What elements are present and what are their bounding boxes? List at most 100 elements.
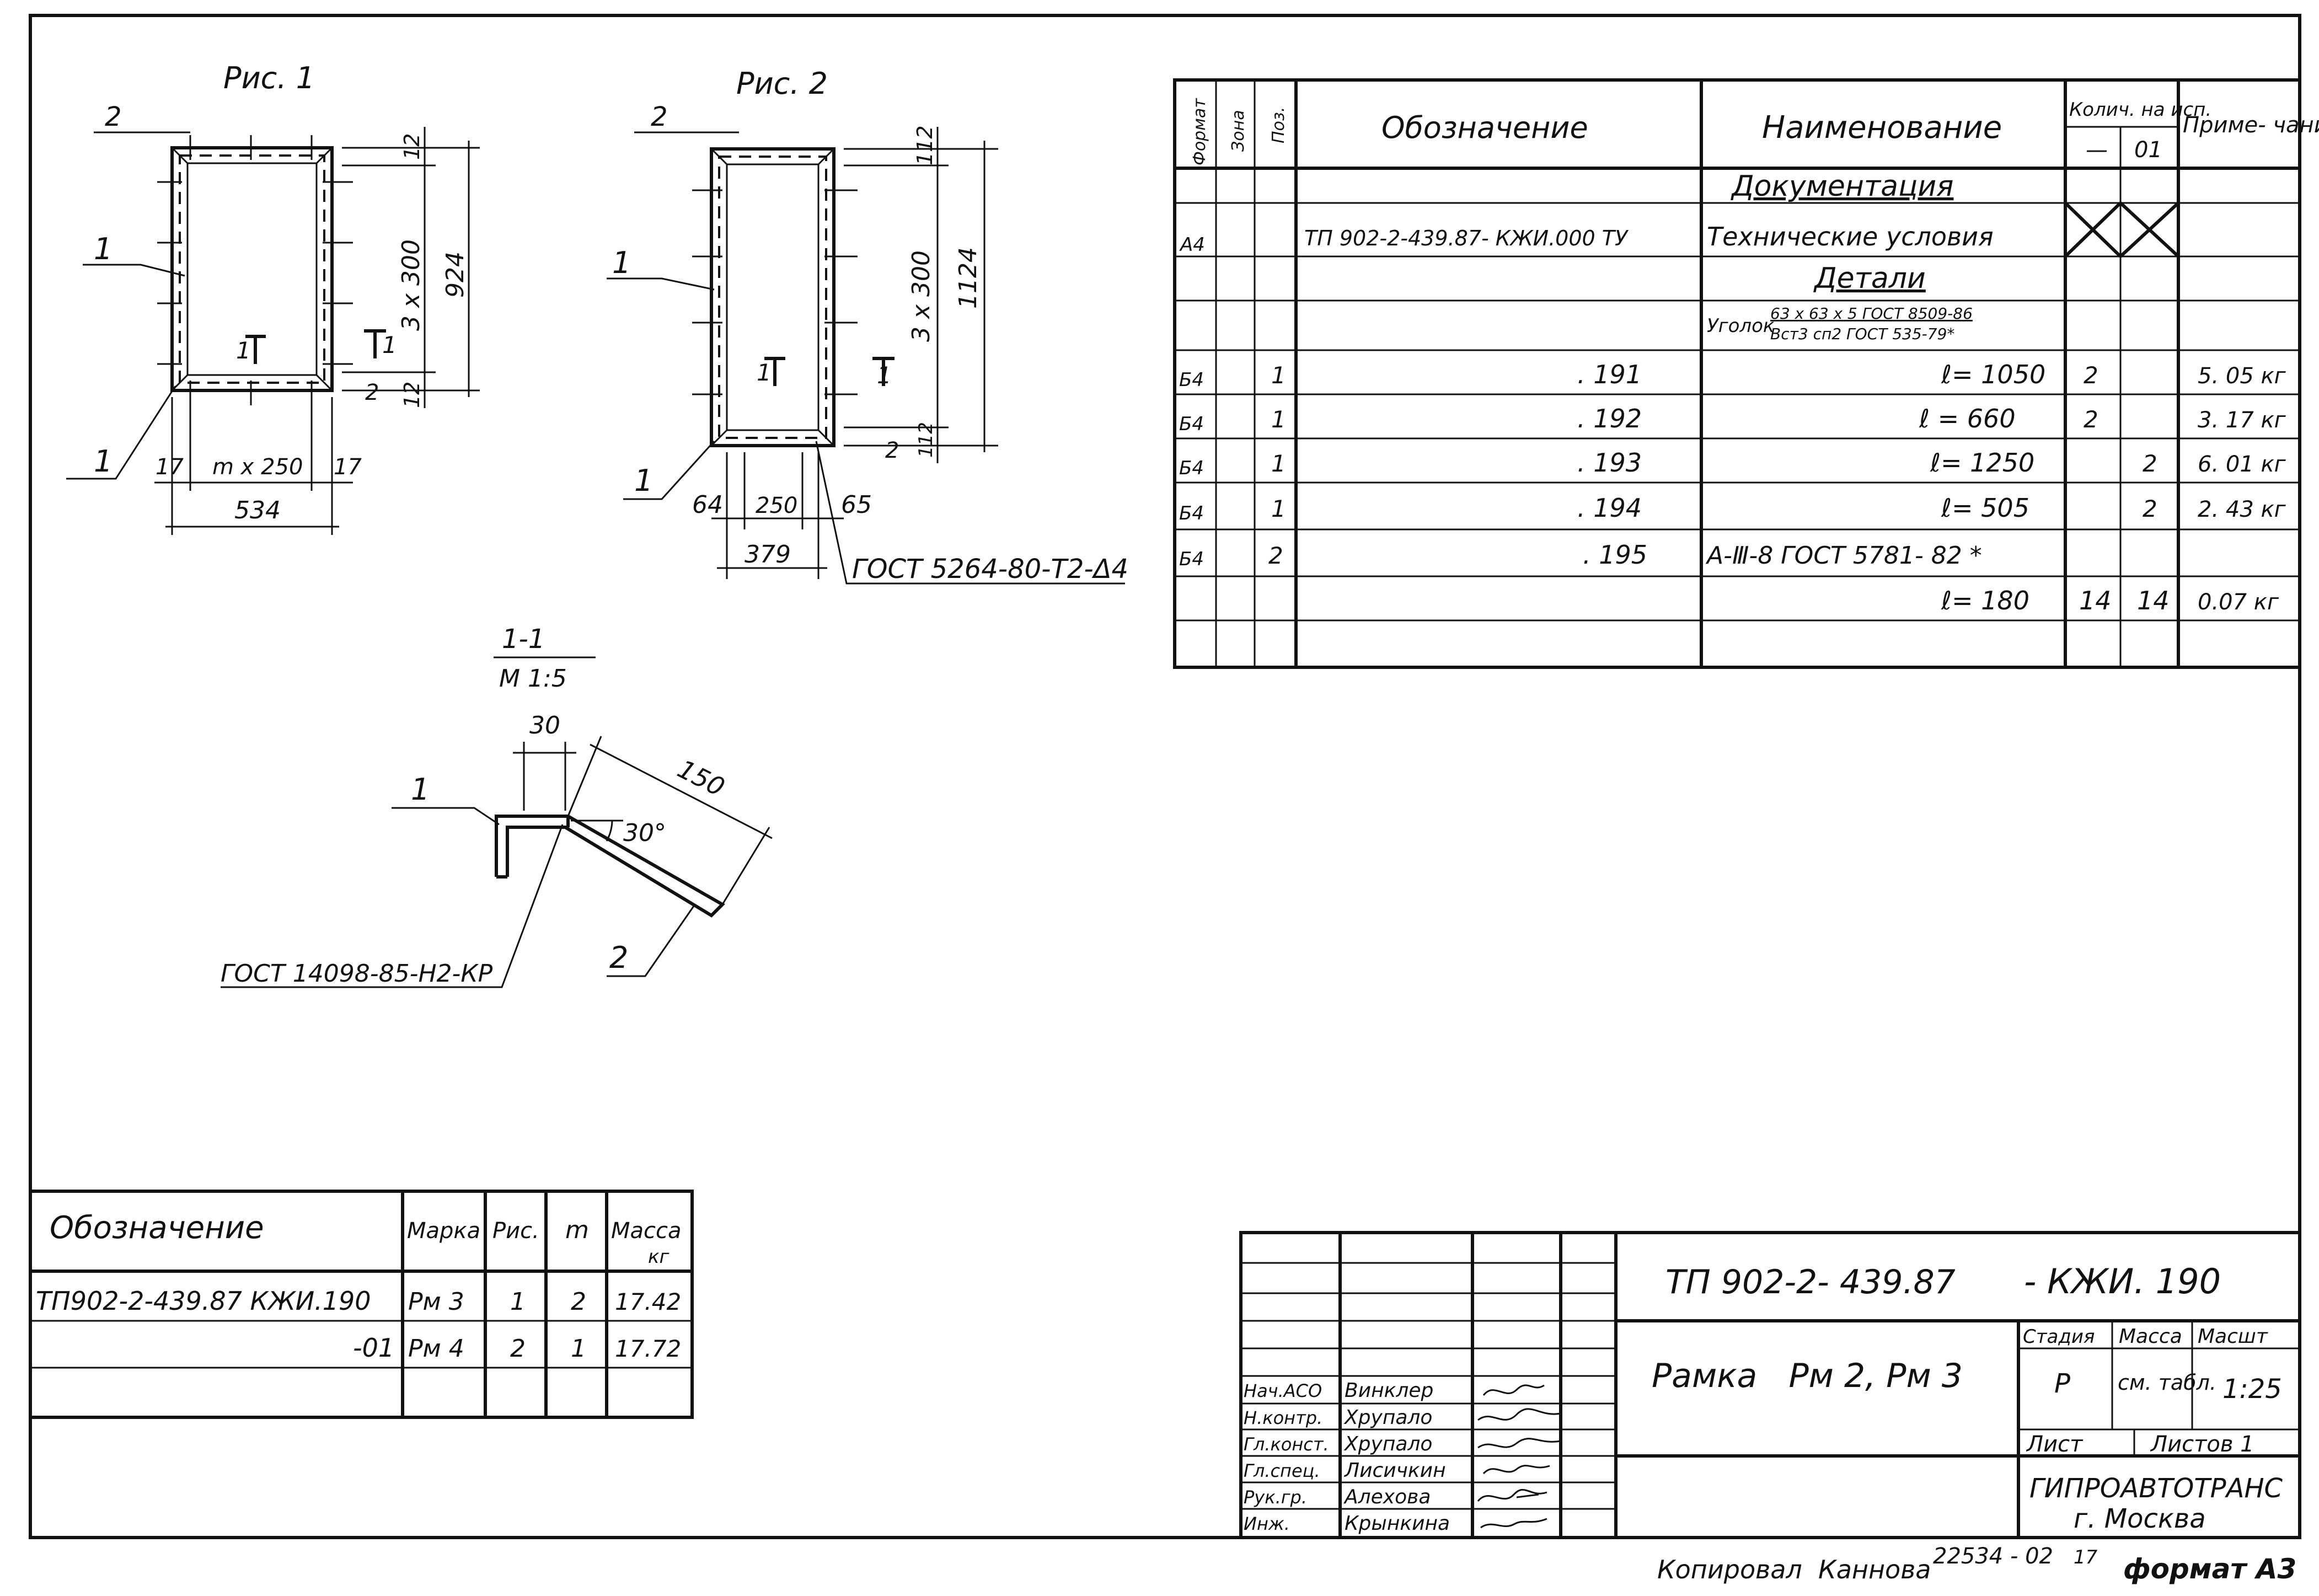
fig2-section-mark-right: 1 — [877, 362, 892, 389]
signature-mark — [1482, 1384, 1545, 1396]
sheet-frame — [29, 14, 2301, 1539]
figure-1: Рис. 1 1 1 2 1 1 — [66, 61, 480, 535]
variants-row-1-mass: 17.72 — [615, 1335, 681, 1362]
section-title: 1-1 — [502, 624, 545, 655]
staff-role: Гл.спец. — [1244, 1460, 1320, 1481]
spec-row-4-format: Б4 — [1179, 369, 1204, 391]
spec-row: Уголок 63 x 63 x 5 ГОСТ 8509-86 Вст3 сп2… — [1707, 304, 1973, 343]
title-drawing-title: Рамка Рм 2, Рм 3 — [1652, 1357, 1963, 1395]
spec-header-zone: Зона — [1229, 110, 1248, 152]
staff-row: Рук.гр. Алехова — [1244, 1486, 1547, 1508]
footer-number: 22534 - 02 — [1933, 1544, 2053, 1569]
staff-role: Инж. — [1244, 1513, 1290, 1534]
staff-row: Гл.спец. Лисичкин — [1244, 1459, 1550, 1482]
spec-row-5-note: 3. 17 кг — [2198, 408, 2286, 433]
staff-name: Винклер — [1345, 1379, 1433, 1402]
fig2-dim-bottom-2: 2 — [885, 438, 899, 463]
fig1-title: Рис. 1 — [223, 61, 315, 95]
variants-row-0-mark: Рм 3 — [408, 1288, 464, 1316]
section-part-1-label: 1 — [411, 772, 430, 807]
spec-row: ℓ= 180 14 14 0.07 кг — [1941, 586, 2279, 615]
fig1-part-2-label: 2 — [105, 101, 122, 132]
staff-role: Рук.гр. — [1244, 1487, 1307, 1508]
variants-row: -01 Рм 4 2 1 17.72 — [353, 1333, 681, 1363]
spec-row: Документация — [1731, 170, 1953, 203]
spec-row-7-name: ℓ= 505 — [1941, 493, 2029, 523]
staff-role: Гл.конст. — [1244, 1434, 1329, 1455]
spec-row-7-designation: . 194 — [1577, 493, 1642, 523]
spec-header-qty-b: 01 — [2134, 137, 2162, 163]
spec-row-8-pos: 2 — [1268, 542, 1283, 569]
fig1-frame-outer — [170, 146, 334, 392]
signature-mark — [1477, 1408, 1561, 1421]
spec-row-0-name: Документация — [1731, 170, 1953, 203]
staff-row: Нач.АСО Винклер — [1244, 1379, 1545, 1402]
staff-role: Н.контр. — [1244, 1407, 1322, 1428]
fig2-dim-pitch: 3 x 300 — [907, 250, 935, 342]
fig1-dim-spacing: m x 250 — [212, 454, 303, 480]
title-stage: Р — [2054, 1368, 2070, 1399]
spec-row-6-pos: 1 — [1271, 450, 1286, 477]
fig1-dim-bottom-12: 12 — [400, 382, 424, 408]
spec-row: Б4 1 . 191 ℓ= 1050 2 5. 05 кг — [1179, 360, 2286, 391]
fig2-dim-bottom-12: 112 — [915, 422, 937, 458]
spec-row-9-qb: 14 — [2137, 586, 2170, 615]
title-mass-label: Масса — [2119, 1325, 2182, 1348]
staff-role: Нач.АСО — [1244, 1380, 1322, 1401]
spec-row: Детали — [1813, 262, 1926, 295]
section-scale: М 1:5 — [499, 665, 567, 693]
section-weld-note: ГОСТ 14098-85-Н2-КР — [221, 960, 493, 988]
spec-header-qty-a: — — [2086, 137, 2108, 163]
spec-row-9-name: ℓ= 180 — [1941, 586, 2029, 615]
spec-row-7-format: Б4 — [1179, 502, 1204, 524]
fig2-dim-width: 379 — [745, 540, 791, 569]
variants-header-mark: Марка — [407, 1218, 480, 1244]
spec-row-6-format: Б4 — [1179, 457, 1204, 479]
spec-row: Б4 1 . 193 ℓ= 1250 2 6. 01 кг — [1179, 448, 2286, 479]
fig2-part-1-label: 1 — [612, 245, 631, 280]
spec-row-5-designation: . 192 — [1577, 404, 1642, 433]
variants-row-0-m: 2 — [571, 1288, 586, 1316]
title-mass: см. табл. — [2118, 1370, 2216, 1395]
fig2-dim-left-offset: 64 — [692, 491, 723, 519]
fig2-dim-height: 1124 — [954, 247, 982, 309]
footer: Копировал Каннова 22534 - 02 17 формат А… — [1657, 1544, 2296, 1585]
title-sheet-label: Лист — [2026, 1432, 2084, 1457]
fig1-dim-height: 924 — [441, 251, 469, 298]
fig1-dim-width: 534 — [234, 496, 281, 524]
section-angle: 30° — [623, 819, 666, 847]
spec-row: А4 ТП 902-2-439.87- КЖИ.000 ТУ Техническ… — [1179, 222, 1994, 256]
spec-header-designation: Обозначение — [1381, 110, 1588, 145]
specification-table: Формат Зона Поз. Обозначение Наименовани… — [1173, 78, 2319, 669]
fig1-section-mark-right: 1 — [382, 331, 397, 358]
fig1-dim-right-offset: 17 — [334, 454, 362, 480]
variants-header-designation: Обозначение — [50, 1210, 264, 1246]
fig1-frame-inner — [186, 162, 318, 376]
spec-row-1-format: А4 — [1179, 234, 1205, 256]
spec-row-4-pos: 1 — [1271, 362, 1286, 389]
spec-row-3-name: Уголок — [1707, 315, 1775, 337]
spec-row-6-qb: 2 — [2143, 450, 2157, 477]
staff-name: Хрупало — [1343, 1406, 1432, 1429]
spec-row-4-name: ℓ= 1050 — [1941, 360, 2045, 389]
spec-row-6-name: ℓ= 1250 — [1930, 448, 2034, 478]
fig2-dim-right-offset: 65 — [841, 491, 872, 519]
fig2-dim-spacing: 250 — [756, 493, 797, 518]
variants-header-fig: Рис. — [492, 1218, 539, 1244]
fig2-part-1-bottom-label: 1 — [634, 463, 653, 498]
spec-row-4-note: 5. 05 кг — [2198, 363, 2286, 389]
variants-header-mass: Масса — [611, 1218, 682, 1244]
variants-row-1-mark: Рм 4 — [408, 1335, 464, 1363]
spec-row-8-format: Б4 — [1179, 548, 1204, 570]
variants-row: ТП902-2-439.87 КЖИ.190 Рм 3 1 2 17.42 — [36, 1286, 681, 1316]
spec-row-7-qb: 2 — [2143, 495, 2157, 522]
footer-format: формат А3 — [2123, 1553, 2296, 1585]
section-1-1: 1-1 М 1:5 30 150 30° 1 2 ГОСТ 14098-85-Н… — [221, 624, 773, 988]
figure-2: Рис. 2 1 1 2 1 1 112 3 x 300 1124 2 — [607, 66, 1128, 585]
variants-row-0-fig: 1 — [510, 1288, 526, 1316]
title-city: г. Москва — [2074, 1503, 2206, 1534]
spec-row-5-format: Б4 — [1179, 413, 1204, 435]
fig2-part-2-label: 2 — [651, 101, 668, 132]
fig2-dim-top-gap: 112 — [913, 125, 937, 165]
